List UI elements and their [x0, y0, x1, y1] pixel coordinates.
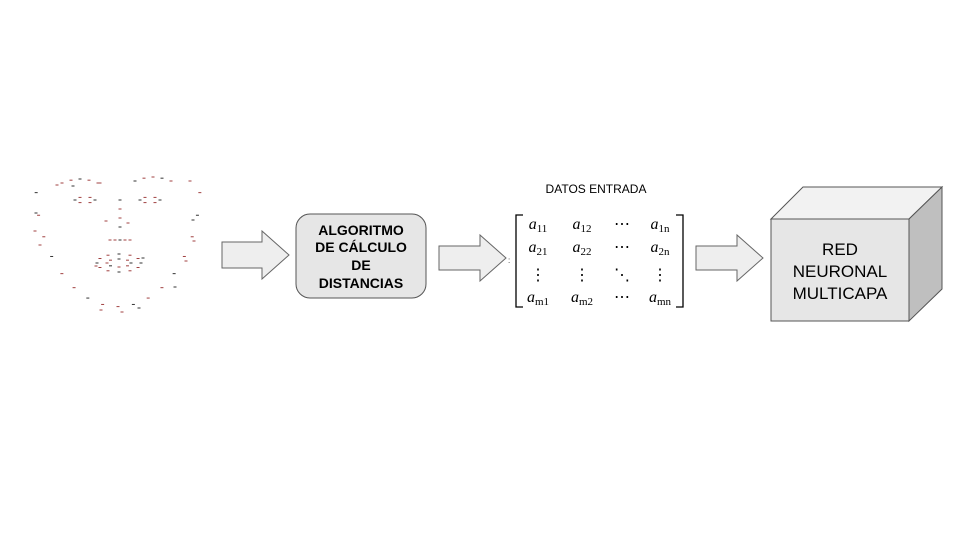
matrix-cell-r4-c1: am1	[527, 289, 549, 308]
matrix-left-bracket	[515, 214, 523, 308]
matrix-caption: DATOS ENTRADA	[546, 182, 647, 196]
matrix-cell-r2-c1: a21	[529, 239, 548, 258]
algorithm-line-1: ALGORITMO	[318, 222, 404, 238]
matrix-cell-r1-c4: a1n	[651, 216, 671, 235]
neural-network-cube: RED NEURONAL MULTICAPA	[769, 185, 944, 323]
matrix-cell-r1-c1: a11	[529, 216, 548, 235]
matrix-right-bracket	[676, 214, 684, 308]
algorithm-box: ALGORITMO DE CÁLCULO DE DISTANCIAS	[295, 213, 427, 299]
matrix-cell-r1-c2: a12	[573, 216, 592, 235]
matrix-cell-r4-c3: ⋯	[614, 289, 630, 306]
matrix-cell-r2-c3: ⋯	[614, 239, 630, 256]
matrix-cell-r3-c2: ⋮	[574, 267, 590, 284]
matrix-cell-r2-c4: a2n	[651, 239, 671, 258]
algorithm-line-3: DE	[351, 257, 370, 273]
network-line-2: NEURONAL	[793, 262, 887, 281]
network-line-3: MULTICAPA	[793, 284, 888, 303]
matrix-cell-r1-c3: ⋯	[614, 216, 630, 233]
matrix-cell-r2-c2: a22	[573, 239, 592, 258]
algorithm-line-2: DE CÁLCULO	[315, 239, 407, 255]
matrix-cell-r3-c4: ⋮	[652, 267, 668, 284]
matrix-cell-r4-c4: amn	[649, 289, 672, 308]
arrow-algorithm-to-matrix	[438, 233, 507, 283]
matrix-entries: a11 a12 ⋯ a1n a21 a22 ⋯ a2n ⋮ ⋮ ⋱ ⋮ am1 am2 ⋯ amn	[527, 216, 672, 308]
matrix-cell-r3-c1: ⋮	[530, 267, 546, 284]
matrix-colon-mark: :	[508, 256, 510, 265]
algorithm-line-4: DISTANCIAS	[319, 275, 404, 291]
matrix-cell-r3-c3: ⋱	[614, 267, 630, 284]
arrow-face-to-algorithm	[221, 229, 290, 281]
matrix-cell-r4-c2: am2	[571, 289, 593, 308]
face-landmarks-image	[33, 176, 202, 313]
network-line-1: RED	[822, 240, 858, 259]
arrow-matrix-to-network	[695, 233, 764, 283]
